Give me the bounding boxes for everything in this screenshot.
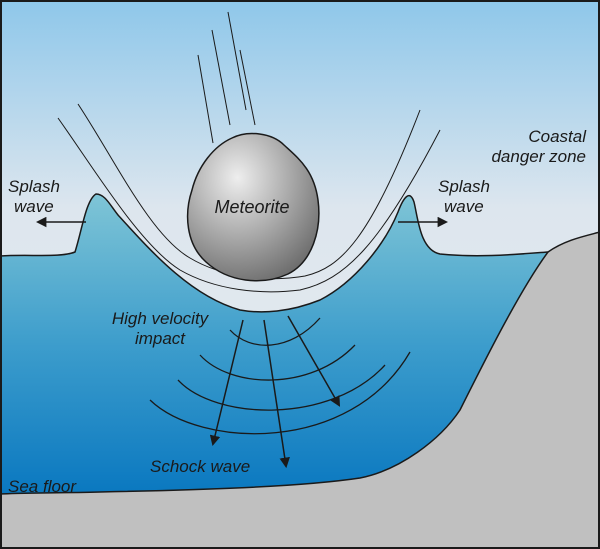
sea-floor-rock — [0, 231, 600, 549]
meteorite-label: Meteorite — [214, 197, 290, 217]
shock-wave-label: Schock wave — [150, 457, 251, 476]
sea-floor-label: Sea floor — [8, 477, 77, 496]
coastal-danger-label-line1: Coastal — [528, 127, 586, 146]
splash-wave-right-label-line2: wave — [444, 197, 484, 216]
splash-wave-left-label-line1: Splash — [8, 177, 60, 196]
meteorite — [186, 132, 320, 282]
splash-wave-left-label-line2: wave — [14, 197, 54, 216]
ocean-water — [0, 194, 548, 494]
high-velocity-impact-label-line2: impact — [134, 329, 186, 348]
water-surface-line — [0, 193, 549, 313]
shock-wave-arrows — [209, 315, 341, 469]
high-velocity-impact-label-line1: High velocity — [111, 309, 209, 328]
meteor-trail — [197, 11, 256, 144]
shock-wave-arcs — [149, 317, 411, 435]
splash-wave-right-label-line1: Splash — [438, 177, 490, 196]
coastal-danger-label-line2: danger zone — [491, 147, 586, 166]
